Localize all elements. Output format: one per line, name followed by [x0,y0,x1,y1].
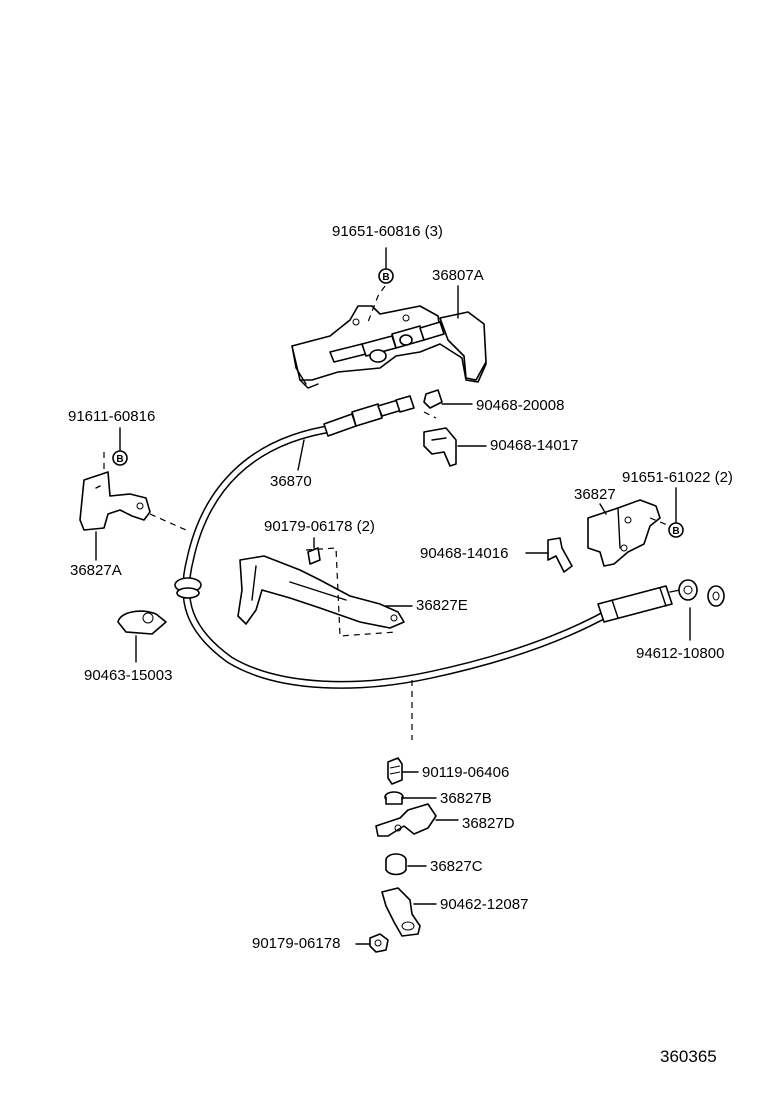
clamp-90462-12087 [381,887,421,937]
nut-90179-06178 [369,933,389,953]
callout-label: 90462-12087 [440,896,528,913]
bolt-mark-b: B [378,268,394,284]
callout-label: 91611-60816 [68,408,155,425]
svg-text:B: B [116,454,123,465]
bolt-mark-b: B [112,450,128,466]
bolt-90119-06406 [387,757,403,785]
callout-label: 90468-14016 [420,545,508,562]
callout-label: 36827E [416,597,468,614]
callout-label: 90468-20008 [476,397,564,414]
clip-90468-14016 [547,537,573,573]
callout-label: 90179-06178 (2) [264,518,375,535]
callout-label: 36827A [70,562,122,579]
grommet-36827c [385,853,407,876]
shift-lever-assembly [291,305,487,389]
clip-90468-20008 [423,389,443,419]
svg-text:B: B [672,526,679,537]
transfer-cable [174,395,698,689]
callout-label: 91651-61022 (2) [622,469,733,486]
bracket-36827 [587,499,661,567]
figure-number: 360365 [660,1047,717,1066]
bolt-mark-b: B [668,522,684,538]
retainer-90463-15003 [117,610,167,635]
washer-94612-10800 [707,585,725,607]
callout-label: 36827B [440,790,492,807]
callout-label: 36827C [430,858,483,875]
callout-label: 91651-60816 (3) [332,223,443,240]
callout-label: 36827 [574,486,616,503]
bracket-36827d [375,803,437,837]
clip-90468-14017 [423,427,457,467]
callout-label: 90468-14017 [490,437,578,454]
bracket-36827a [79,471,151,531]
callout-label: 94612-10800 [636,645,724,662]
bracket-36827e [237,555,405,629]
callout-label: 90463-15003 [84,667,172,684]
callout-label: 90119-06406 [422,764,509,781]
callout-label: 36870 [270,473,312,490]
callout-label: 36807A [432,267,484,284]
nut-36827b [384,791,404,805]
callout-label: 36827D [462,815,515,832]
callout-label: 90179-06178 [252,935,340,952]
svg-text:B: B [382,272,389,283]
